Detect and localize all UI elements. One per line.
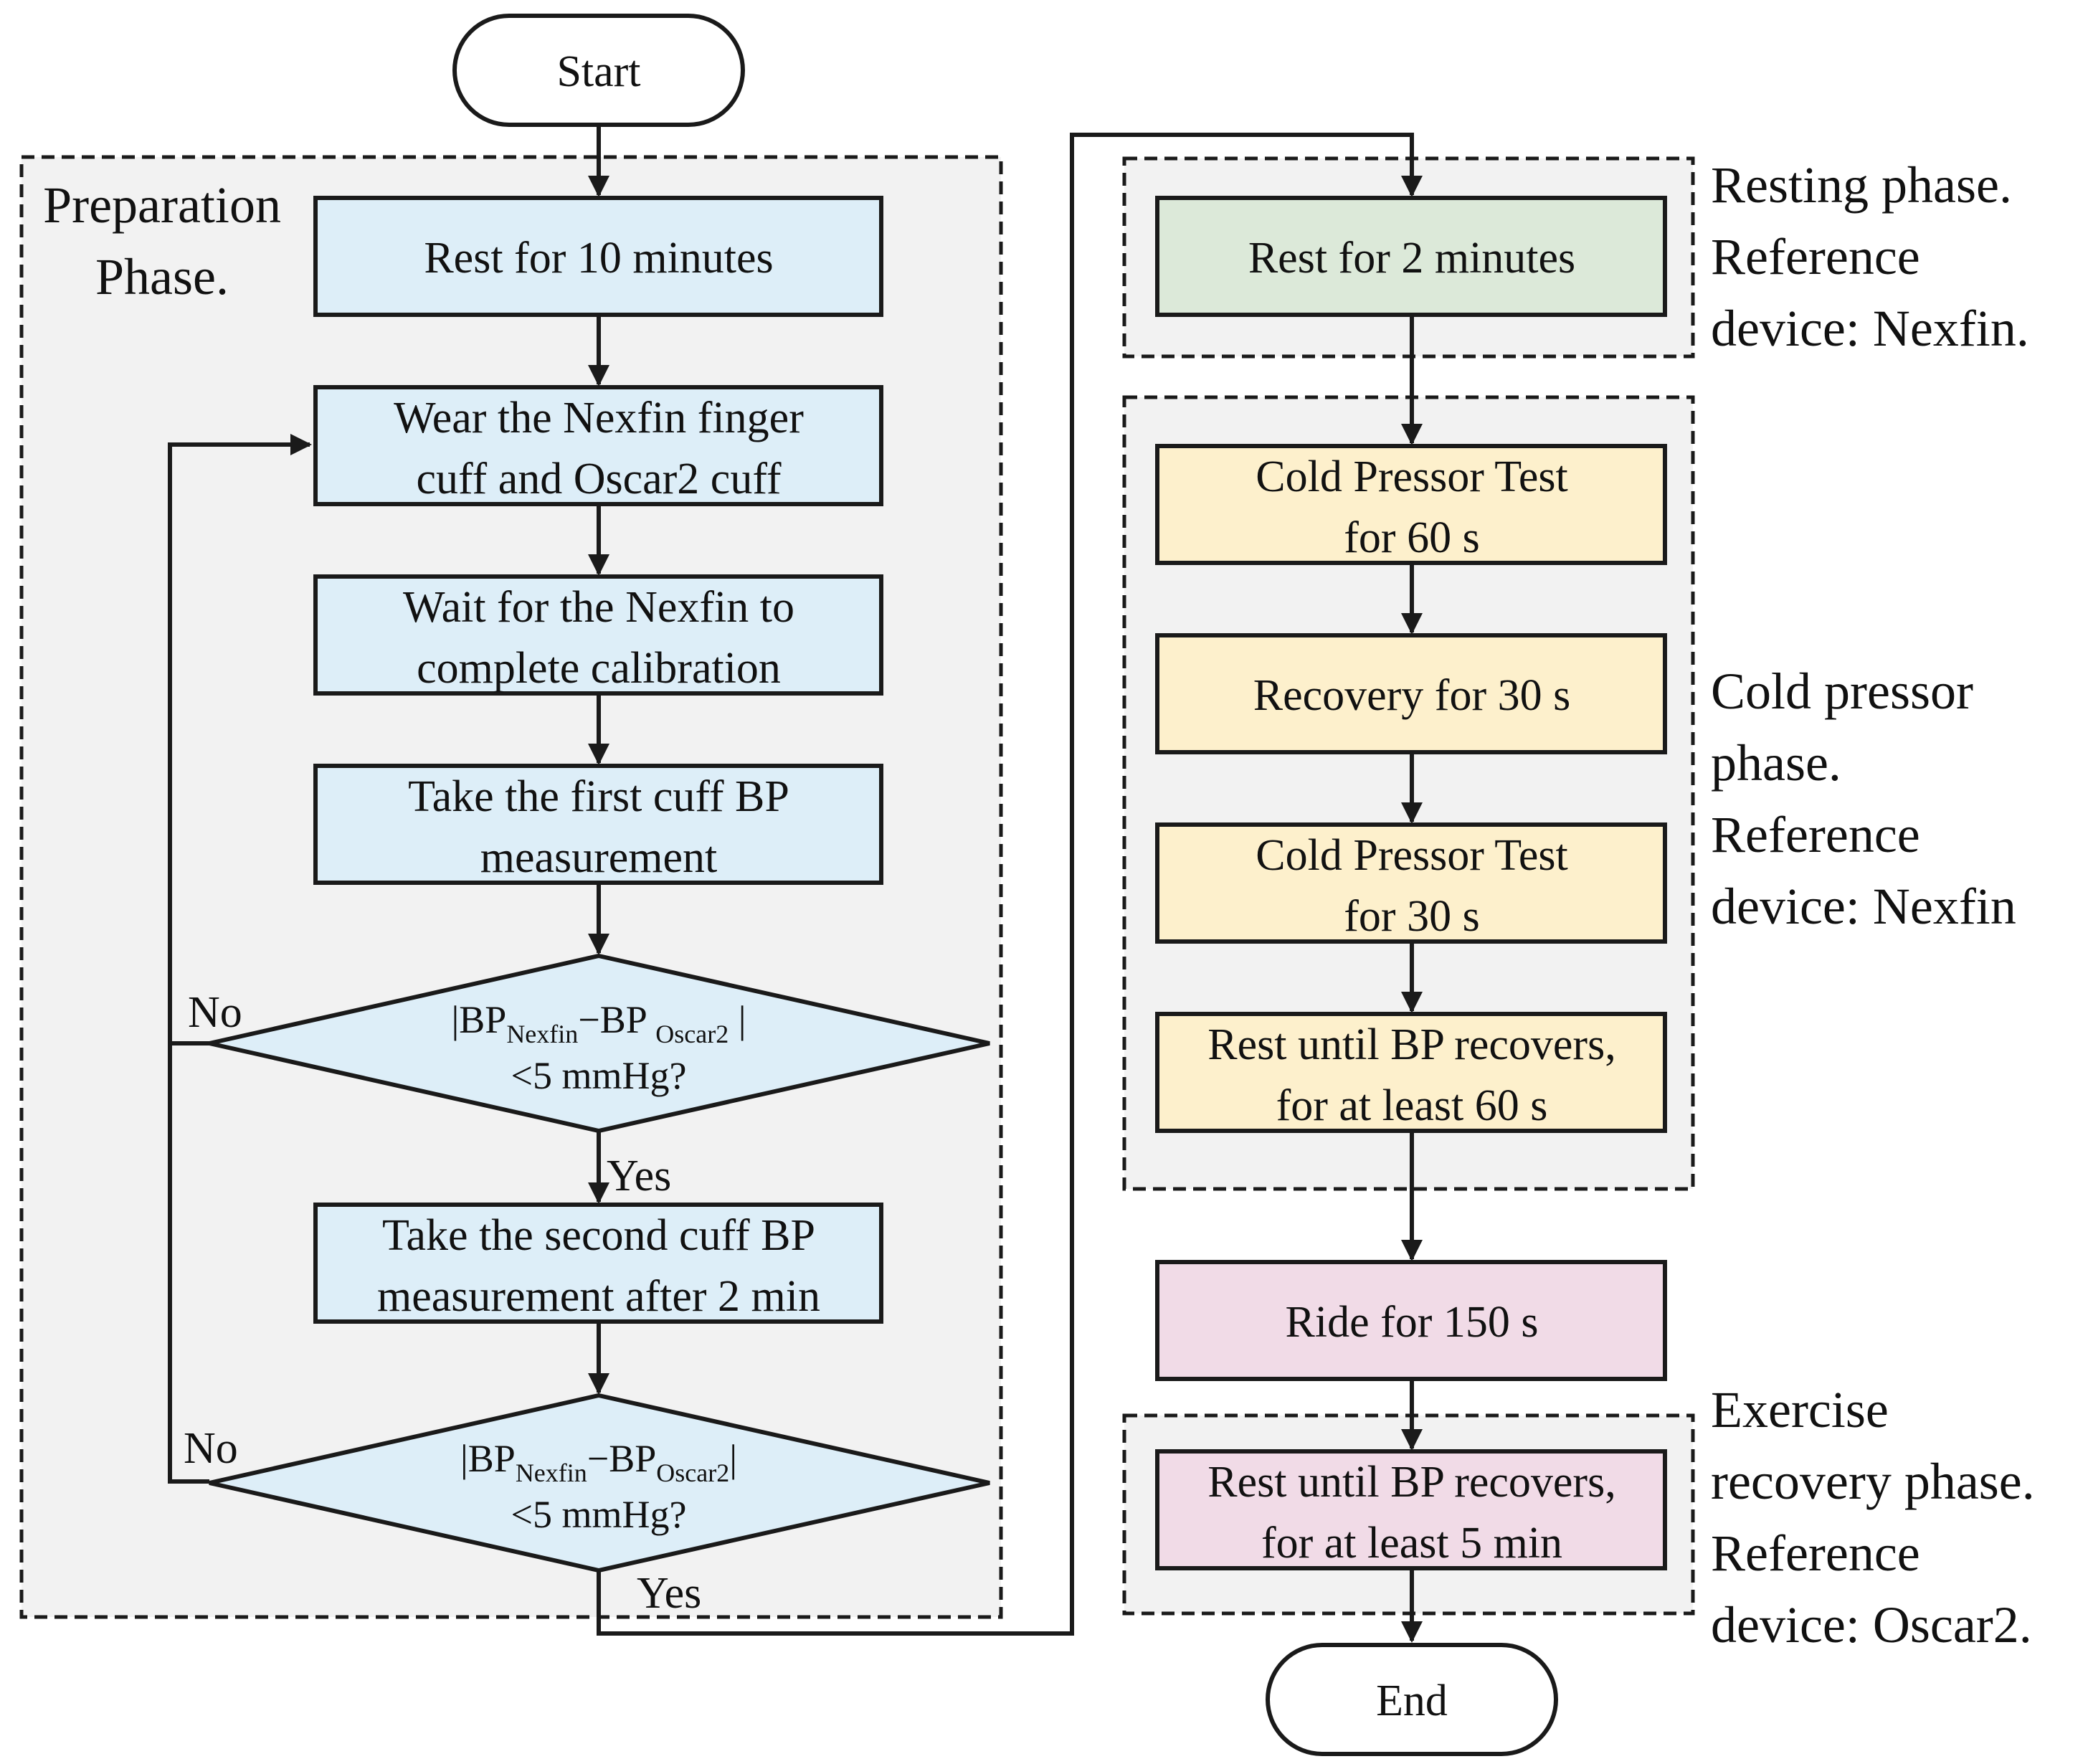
restex-line1: Rest until BP recovers, — [1207, 1458, 1615, 1507]
cold-pressor-60-box: Cold Pressor Test for 60 s — [1155, 444, 1667, 565]
start-terminal: Start — [452, 14, 745, 127]
exercise-phase-annotation: Exercise recovery phase. Reference devic… — [1711, 1381, 2035, 1654]
decision-2-line2: <5 mmHg? — [511, 1493, 687, 1536]
rest-2-minutes-box: Rest for 2 minutes — [1155, 196, 1667, 317]
no-label-1: No — [188, 988, 242, 1037]
second-measurement-box: Take the second cuff BP measurement afte… — [313, 1203, 883, 1324]
end-label: End — [1376, 1677, 1448, 1725]
cold-phase-annotation: Cold pressor phase. Reference device: Ne… — [1711, 663, 2016, 935]
resting-line1: Resting phase. — [1711, 156, 2012, 214]
rest-10-label: Rest for 10 minutes — [424, 234, 773, 283]
no-label-2: No — [184, 1424, 238, 1473]
cold-line4: device: Nexfin — [1711, 878, 2016, 935]
cpt30-line1: Cold Pressor Test — [1256, 831, 1567, 880]
ride-label: Ride for 150 s — [1285, 1298, 1538, 1347]
exercise-line3: Reference — [1711, 1524, 1920, 1582]
exercise-line2: recovery phase. — [1711, 1453, 2035, 1510]
preparation-phase-title-2: Phase. — [95, 248, 229, 305]
preparation-phase-title-1: Preparation — [43, 176, 281, 234]
wear-line2: cuff and Oscar2 cuff — [417, 455, 782, 503]
resting-line3: device: Nexfin. — [1711, 300, 2029, 357]
connectors — [168, 125, 1423, 1643]
cpt60-line1: Cold Pressor Test — [1256, 452, 1567, 501]
wear-cuffs-box: Wear the Nexfin finger cuff and Oscar2 c… — [313, 385, 883, 506]
exercise-line4: device: Oscar2. — [1711, 1596, 2032, 1654]
second-line1: Take the second cuff BP — [382, 1211, 815, 1260]
first-measurement-box: Take the first cuff BP measurement — [313, 764, 883, 885]
rest-until-recovers-5min-box: Rest until BP recovers, for at least 5 m… — [1155, 1449, 1667, 1570]
decision-1: |BPNexfin−BP Oscar2 | <5 mmHg? — [209, 953, 990, 1134]
recovery-30-label: Recovery for 30 s — [1253, 671, 1570, 720]
wait-calibration-box: Wait for the Nexfin to complete calibrat… — [313, 574, 883, 696]
resting-phase-annotation: Resting phase. Reference device: Nexfin. — [1711, 156, 2029, 357]
restex-line2: for at least 5 min — [1261, 1519, 1562, 1568]
cpt60-line2: for 60 s — [1344, 513, 1479, 562]
wear-line1: Wear the Nexfin finger — [394, 394, 804, 442]
wait-line2: complete calibration — [417, 644, 781, 693]
loop-no-to-wear — [168, 1041, 209, 1484]
yes-label-2: Yes — [637, 1569, 701, 1618]
start-label: Start — [556, 47, 640, 96]
cold-line3: Reference — [1711, 806, 1920, 863]
decision-1-line1: |BPNexfin−BP Oscar2 | — [451, 998, 746, 1048]
wait-line1: Wait for the Nexfin to — [403, 583, 794, 632]
second-line2: measurement after 2 min — [377, 1272, 820, 1321]
end-terminal: End — [1266, 1643, 1558, 1756]
first-line2: measurement — [480, 833, 718, 882]
cold-line1: Cold pressor — [1711, 663, 1973, 720]
arrow-decision2-yes-to-rest2 — [597, 133, 1423, 1636]
restbp-line2: for at least 60 s — [1276, 1081, 1548, 1130]
decision-2: |BPNexfin−BPOscar2| <5 mmHg? — [209, 1393, 990, 1573]
cold-line2: phase. — [1711, 734, 1841, 792]
decision-1-line2: <5 mmHg? — [511, 1054, 687, 1097]
rest-2-label: Rest for 2 minutes — [1248, 234, 1575, 283]
yes-label-1: Yes — [607, 1152, 671, 1200]
first-line1: Take the first cuff BP — [408, 772, 789, 821]
cold-pressor-30-box: Cold Pressor Test for 30 s — [1155, 822, 1667, 944]
loop-no-return — [168, 434, 312, 1043]
cpt30-line2: for 30 s — [1344, 892, 1479, 941]
restbp-line1: Rest until BP recovers, — [1207, 1020, 1615, 1069]
exercise-line1: Exercise — [1711, 1381, 1889, 1438]
recovery-30-box: Recovery for 30 s — [1155, 633, 1667, 754]
rest-10-minutes-box: Rest for 10 minutes — [313, 196, 883, 317]
ride-150-box: Ride for 150 s — [1155, 1260, 1667, 1381]
resting-line2: Reference — [1711, 228, 1920, 285]
rest-until-recovers-60-box: Rest until BP recovers, for at least 60 … — [1155, 1012, 1667, 1133]
decision-2-line1: |BPNexfin−BPOscar2| — [460, 1437, 737, 1487]
